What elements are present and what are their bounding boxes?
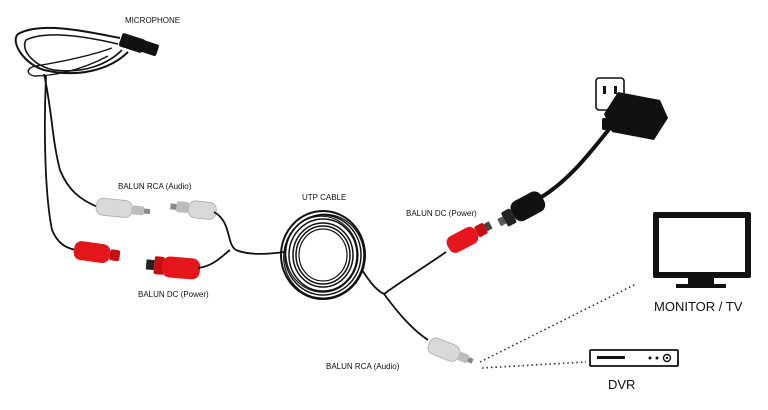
utp-cable-label: UTP CABLE [302,193,347,202]
balun-dc-power-right-label: BALUN DC (Power) [406,209,477,218]
balun-dc-power-left-label: BALUN DC (Power) [138,290,209,299]
dc-plug-left-socket-red [145,256,201,280]
power-plug-black [497,191,546,227]
microphone-icon [14,26,159,77]
power-adapter-icon [602,92,668,140]
utp-cable-coil-icon [280,210,366,300]
rca-plug-left-white [95,197,151,218]
rca-plug-left-socket-white [170,200,217,220]
dvr-icon [589,349,679,367]
dc-plug-left-red [73,241,121,264]
rca-plug-right-white [427,337,474,364]
dotted-line-to-dvr [481,361,587,369]
dvr-label: DVR [608,377,636,392]
balun-rca-audio-right-label: BALUN RCA (Audio) [326,362,400,371]
mic-cable [43,73,101,209]
balun-rca-audio-left-label: BALUN RCA (Audio) [118,182,192,191]
monitor-tv-label: MONITOR / TV [654,299,743,314]
monitor-icon [653,212,751,288]
dc-plug-right-red [446,221,493,253]
microphone-label: MICROPHONE [125,16,181,25]
mic-cable-2 [43,75,77,251]
dotted-line-to-monitor [479,283,637,363]
